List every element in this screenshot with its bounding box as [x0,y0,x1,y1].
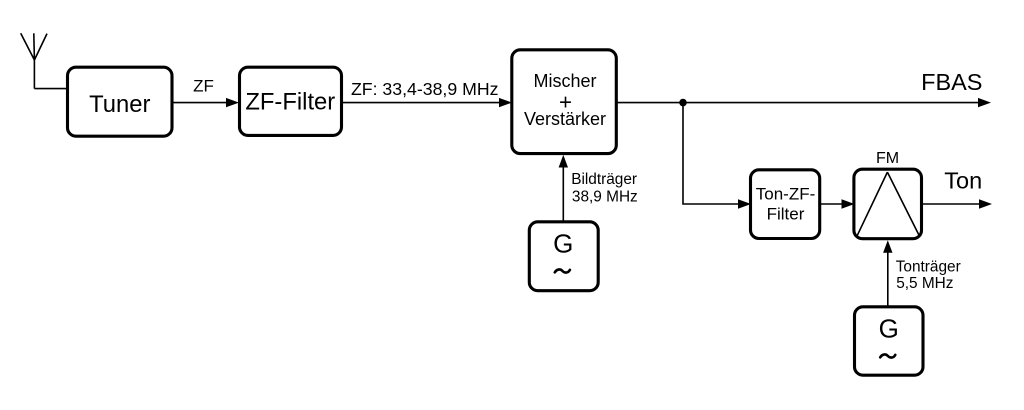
svg-text:5,5 MHz: 5,5 MHz [896,275,953,292]
svg-text:G: G [553,228,573,258]
svg-text:Verstärker: Verstärker [524,109,606,129]
svg-text:+: + [559,90,572,115]
svg-text:FBAS: FBAS [921,69,982,95]
svg-text:Bildträger: Bildträger [571,171,637,188]
svg-text:Mischer: Mischer [533,71,596,91]
svg-text:ZF: ZF [193,76,214,95]
svg-text:Ton-ZF-: Ton-ZF- [756,185,816,204]
svg-text:G: G [879,313,899,343]
svg-text:Filter: Filter [767,205,805,224]
svg-text:Tuner: Tuner [89,91,150,118]
svg-text:Ton: Ton [944,168,982,194]
svg-text:FM: FM [876,150,899,167]
svg-text:ZF-Filter: ZF-Filter [245,89,335,116]
svg-text:Tonträger: Tonträger [896,258,961,275]
svg-text:38,9 MHz: 38,9 MHz [572,188,638,205]
svg-text:ZF: 33,4-38,9 MHz: ZF: 33,4-38,9 MHz [351,79,498,99]
